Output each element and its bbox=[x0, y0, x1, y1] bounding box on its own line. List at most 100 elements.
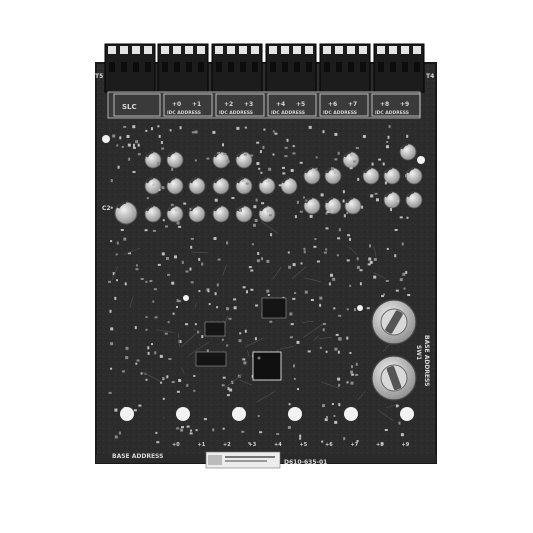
screw-terminal[interactable] bbox=[108, 46, 116, 72]
smd-part bbox=[115, 253, 118, 256]
smd-part bbox=[346, 336, 349, 340]
smd-part bbox=[176, 306, 178, 308]
pcb-trace bbox=[280, 345, 294, 350]
screw-terminal[interactable] bbox=[335, 46, 343, 72]
screw-terminal[interactable] bbox=[144, 46, 152, 72]
smd-part bbox=[116, 144, 119, 147]
screw-terminal[interactable] bbox=[197, 46, 205, 72]
screw-terminal[interactable] bbox=[161, 46, 169, 72]
screw-terminal[interactable] bbox=[215, 46, 223, 72]
smd-part bbox=[282, 166, 285, 169]
smd-part bbox=[167, 273, 171, 276]
smd-part bbox=[373, 275, 377, 279]
screw-terminal[interactable] bbox=[239, 46, 247, 72]
screw-terminal[interactable] bbox=[413, 46, 421, 72]
smd-part bbox=[137, 143, 140, 147]
smd-part bbox=[378, 158, 382, 161]
smd-part bbox=[123, 125, 127, 128]
smd-part bbox=[310, 299, 314, 301]
smd-part bbox=[256, 162, 260, 165]
smd-part bbox=[221, 384, 225, 387]
smd-part bbox=[292, 152, 296, 155]
pcb-trace bbox=[260, 221, 279, 234]
smd-part bbox=[183, 202, 187, 205]
pcb-trace bbox=[191, 251, 209, 254]
screw-terminal[interactable] bbox=[347, 46, 355, 72]
smd-part bbox=[356, 265, 360, 269]
idc-address-header: IDC ADDRESS bbox=[167, 110, 201, 116]
smd-part bbox=[376, 198, 379, 202]
smd-part bbox=[250, 269, 254, 272]
smd-part bbox=[290, 323, 294, 326]
led-holes-row bbox=[102, 135, 425, 421]
screw-terminal[interactable] bbox=[293, 46, 301, 72]
smd-part bbox=[296, 200, 299, 204]
smd-part bbox=[201, 262, 204, 266]
smd-part bbox=[178, 340, 182, 343]
smd-part bbox=[334, 347, 338, 351]
smd-part bbox=[162, 397, 165, 400]
smd-part bbox=[343, 214, 346, 218]
screw-terminal[interactable] bbox=[227, 46, 235, 72]
idc-address-box bbox=[319, 93, 369, 117]
screw-terminal[interactable] bbox=[173, 46, 181, 72]
smd-part bbox=[269, 214, 272, 217]
smd-part bbox=[354, 308, 356, 312]
pcb-trace bbox=[246, 350, 250, 357]
smd-part bbox=[158, 189, 161, 191]
smd-part bbox=[303, 247, 306, 250]
smd-part bbox=[356, 440, 359, 442]
screw-terminal[interactable] bbox=[120, 46, 128, 72]
smd-part bbox=[189, 267, 192, 271]
smd-part bbox=[190, 281, 194, 284]
electrolytic-capacitor bbox=[144, 204, 162, 223]
screw-terminal[interactable] bbox=[269, 46, 277, 72]
smd-part bbox=[400, 433, 404, 437]
smd-part bbox=[186, 383, 189, 387]
screw-terminal[interactable] bbox=[323, 46, 331, 72]
smd-part bbox=[366, 307, 370, 310]
screw-terminal[interactable] bbox=[401, 46, 409, 72]
smd-part bbox=[267, 180, 270, 183]
screw-terminal[interactable] bbox=[359, 46, 367, 72]
screw-terminal[interactable] bbox=[132, 46, 140, 72]
smd-part bbox=[135, 268, 139, 271]
smd-part bbox=[316, 260, 320, 263]
smd-part bbox=[162, 377, 165, 380]
smd-part bbox=[397, 200, 399, 203]
pcb-trace bbox=[386, 404, 397, 409]
smd-part bbox=[227, 387, 230, 391]
rotary-switch-ones[interactable] bbox=[371, 355, 417, 401]
smd-part bbox=[368, 257, 372, 261]
smd-part bbox=[145, 129, 148, 132]
smd-part bbox=[307, 350, 311, 353]
smd-part bbox=[226, 307, 229, 311]
screw-terminal[interactable] bbox=[305, 46, 313, 72]
screw-terminal[interactable] bbox=[377, 46, 385, 72]
bottom-address-label: +0 bbox=[172, 442, 180, 448]
pcb-trace bbox=[129, 296, 134, 308]
smd-part bbox=[120, 229, 124, 231]
smd-part bbox=[326, 211, 330, 214]
pcb-trace bbox=[188, 341, 210, 356]
bottom-address-label: +1 bbox=[198, 442, 206, 448]
smd-part bbox=[160, 141, 163, 144]
smd-part bbox=[206, 157, 210, 160]
smd-part bbox=[233, 298, 237, 301]
smd-part bbox=[305, 199, 308, 202]
smd-part bbox=[387, 135, 390, 139]
screw-terminal[interactable] bbox=[251, 46, 259, 72]
smd-part bbox=[203, 418, 207, 421]
smd-part bbox=[325, 227, 329, 230]
rotary-switch-tens[interactable] bbox=[371, 299, 417, 345]
smd-part bbox=[386, 145, 389, 149]
screw-terminal[interactable] bbox=[281, 46, 289, 72]
smd-part bbox=[346, 308, 349, 311]
smd-part bbox=[110, 342, 114, 346]
electrolytic-capacitor bbox=[303, 166, 321, 185]
smd-part bbox=[323, 251, 327, 254]
smd-part bbox=[246, 290, 248, 294]
screw-terminal[interactable] bbox=[185, 46, 193, 72]
screw-terminal[interactable] bbox=[389, 46, 397, 72]
bottom-address-label: +4 bbox=[274, 442, 282, 448]
